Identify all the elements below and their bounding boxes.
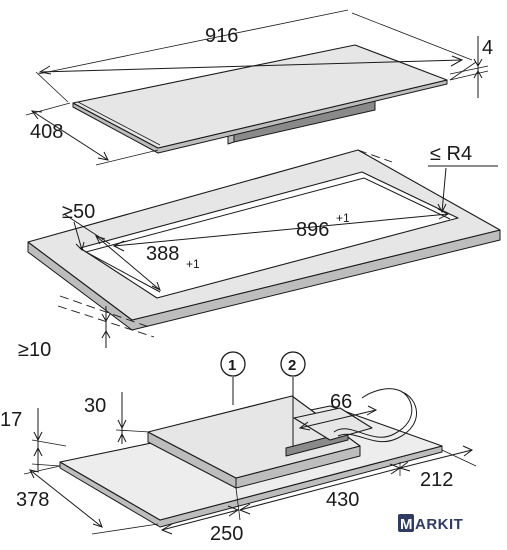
dim-cutout-depth (95, 235, 161, 292)
dim-unit-height (115, 392, 151, 444)
label-388-tol: +1 (186, 257, 200, 271)
label-212: 212 (420, 469, 453, 491)
svg-text:1: 1 (228, 357, 236, 374)
dim-250 (160, 487, 241, 535)
label-430: 430 (326, 489, 359, 511)
label-4: 4 (482, 37, 493, 59)
dim-worktop-thickness (101, 306, 111, 348)
dim-cooktop-depth (25, 102, 159, 166)
marker-1: 1 (220, 351, 246, 377)
dim-depth (23, 465, 159, 535)
dim-cooktop-thickness (449, 36, 489, 98)
assembly-drawing (59, 377, 443, 528)
marker-2: 2 (280, 351, 306, 377)
label-896: 896 (296, 219, 329, 241)
dim-min-margin (63, 213, 111, 251)
label-916: 916 (205, 25, 238, 47)
label-30: 30 (84, 395, 106, 417)
dim-cutout-width (112, 208, 450, 252)
label-ge50: ≥50 (62, 201, 95, 223)
dim-cooktop-width (35, 9, 477, 103)
label-r4: ≤ R4 (430, 143, 472, 165)
label-896-tol: +1 (336, 211, 350, 225)
worktop-cutout-drawing (27, 149, 501, 338)
label-17: 17 (0, 409, 22, 431)
dim-430 (238, 462, 402, 515)
cooktop-drawing (72, 44, 448, 154)
label-378: 378 (16, 489, 49, 511)
dim-212 (398, 445, 477, 472)
label-ge10: ≥10 (18, 339, 51, 361)
dim-frame-height (31, 408, 67, 470)
label-250: 250 (210, 523, 243, 545)
label-408: 408 (30, 121, 63, 143)
dim-corner-radius (428, 165, 498, 214)
dim-connection-offset (298, 405, 378, 431)
label-388: 388 (146, 243, 179, 265)
label-66: 66 (330, 391, 352, 413)
svg-text:2: 2 (288, 357, 296, 374)
